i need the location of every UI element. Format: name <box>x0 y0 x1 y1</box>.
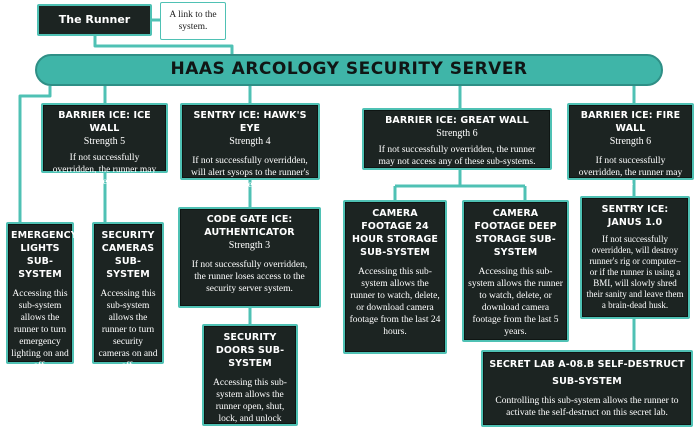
server-banner: HAAS ARCOLOGY SECURITY SERVER <box>35 54 663 86</box>
fire-wall-desc: If not successfully overridden, the runn… <box>578 156 683 190</box>
camdeep-desc: Accessing this sub-system allows the run… <box>468 267 563 337</box>
cameras-desc: Accessing this sub-system allows the run… <box>98 289 158 371</box>
sentry-janus-node: Sentry ICE: Janus 1.0 If not successfull… <box>580 196 690 319</box>
cameras-title: Security Cameras Sub-System <box>101 230 155 280</box>
great-wall-desc: If not successfully overridden, the runn… <box>378 145 536 167</box>
fire-wall-title: Barrier ICE: Fire Wall <box>580 110 681 134</box>
hawks-eye-strength: Strength 4 <box>229 136 271 147</box>
doors-desc: Accessing this sub-system allows the run… <box>213 378 287 436</box>
security-doors-node: Security Doors Sub-System Accessing this… <box>202 324 298 436</box>
code-gate-strength: Strength 3 <box>228 240 271 251</box>
great-wall-strength: Strength 6 <box>436 128 478 139</box>
doors-title: Security Doors Sub-System <box>215 332 285 369</box>
security-cameras-node: Security Cameras Sub-System Accessing th… <box>92 222 164 371</box>
ice-wall-desc: If not successfully overridden, the runn… <box>52 153 157 187</box>
cam24-title: Camera Footage 24 Hour Storage Sub-Syste… <box>352 208 438 258</box>
great-wall-title: Barrier ICE: Great Wall <box>385 115 529 126</box>
janus-title: Sentry ICE: Janus 1.0 <box>601 204 669 228</box>
hawks-eye-desc: If not successfully overridden, will ale… <box>190 156 310 190</box>
lab-title: Secret Lab A-08.B Self-Destruct Sub-Syst… <box>489 359 685 387</box>
runner-box: The Runner <box>37 4 152 36</box>
secret-lab-self-destruct-node: Secret Lab A-08.B Self-Destruct Sub-Syst… <box>481 350 693 427</box>
lab-desc: Controlling this sub-system allows the r… <box>495 396 679 418</box>
barrier-ice-wall-node: Barrier ICE: Ice Wall Strength 5 If not … <box>41 103 168 187</box>
runner-title: The Runner <box>58 13 131 26</box>
runner-note: A link to the system. <box>160 2 226 40</box>
barrier-great-wall-node: Barrier ICE: Great Wall Strength 6 If no… <box>362 108 552 170</box>
hawks-eye-title: Sentry ICE: Hawk's Eye <box>193 110 307 134</box>
camera-deep-storage-node: Camera Footage Deep Storage Sub-System A… <box>462 200 569 342</box>
camdeep-title: Camera Footage Deep Storage Sub-System <box>474 208 557 258</box>
server-title: HAAS ARCOLOGY SECURITY SERVER <box>170 59 528 79</box>
emergency-desc: Accessing this sub-system allows the run… <box>11 289 69 371</box>
cam24-desc: Accessing this sub-system allows the run… <box>349 267 441 337</box>
emergency-title: Emergency Lights Sub-System <box>11 230 78 280</box>
code-gate-authenticator-node: Code Gate ICE: Authenticator Strength 3 … <box>178 207 321 308</box>
code-gate-title: Code Gate ICE: Authenticator <box>204 214 295 238</box>
emergency-lights-node: Emergency Lights Sub-System Accessing th… <box>6 222 78 371</box>
camera-24hr-storage-node: Camera Footage 24 Hour Storage Sub-Syste… <box>343 200 447 354</box>
fire-wall-strength: Strength 6 <box>609 136 652 147</box>
ice-wall-title: Barrier ICE: Ice Wall <box>58 110 151 134</box>
ice-wall-strength: Strength 5 <box>83 136 126 147</box>
sentry-hawks-eye-node: Sentry ICE: Hawk's Eye Strength 4 If not… <box>180 103 320 190</box>
code-gate-desc: If not successfully overridden, the runn… <box>191 260 308 294</box>
janus-desc: If not successfully overridden, will des… <box>586 234 684 310</box>
barrier-fire-wall-node: Barrier ICE: Fire Wall Strength 6 If not… <box>567 103 694 190</box>
